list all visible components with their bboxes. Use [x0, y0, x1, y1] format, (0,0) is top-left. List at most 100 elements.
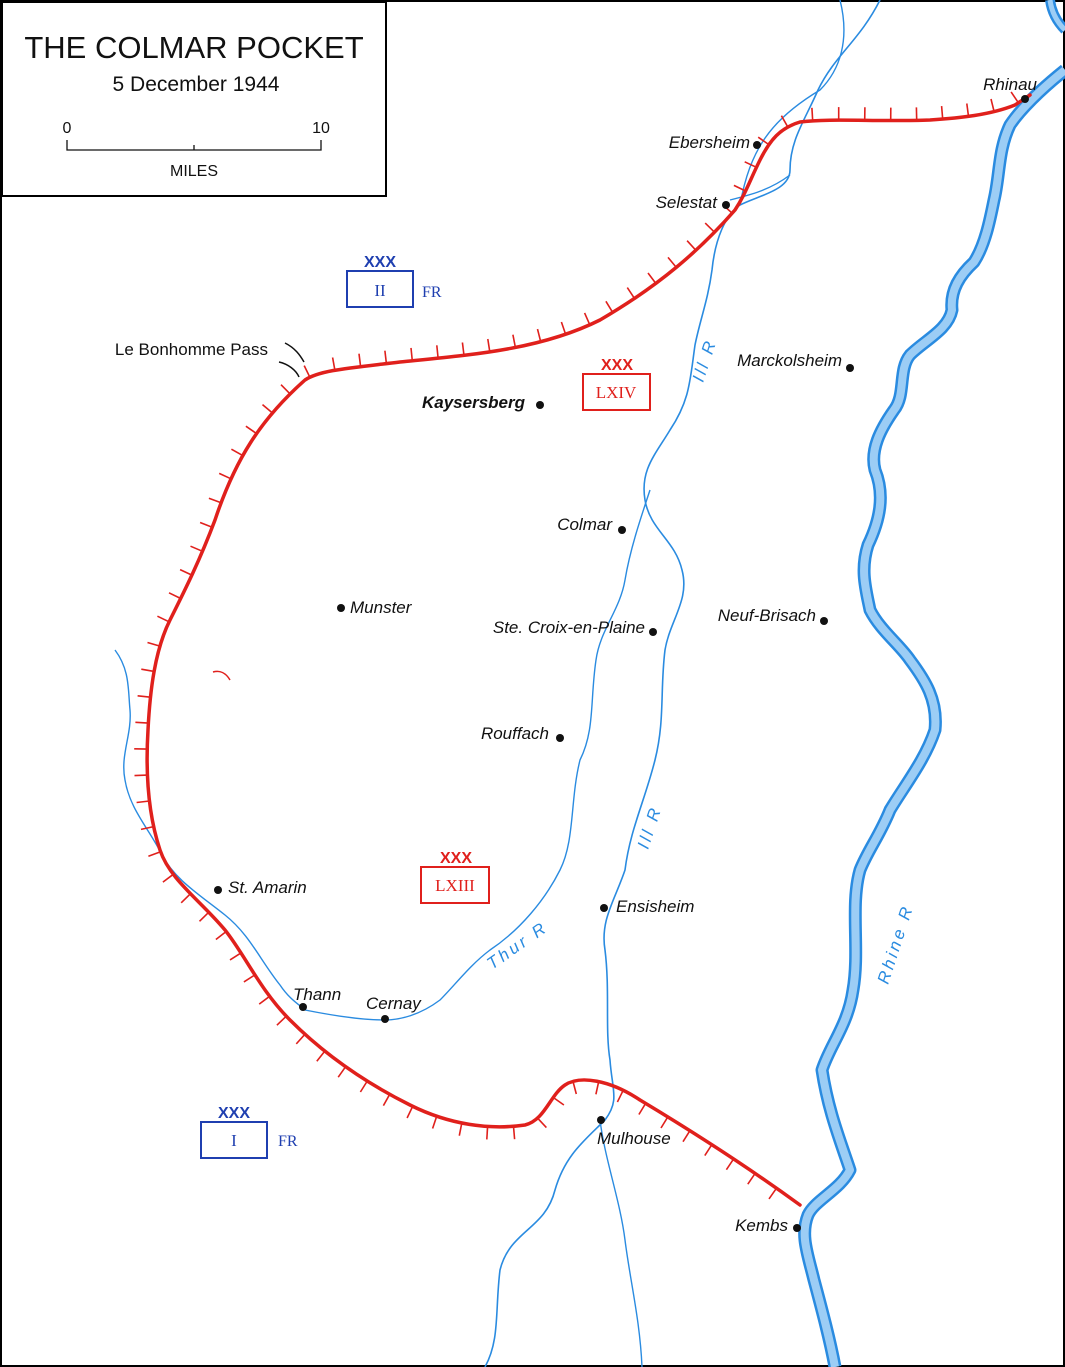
town-ensisheim[interactable]: Ensisheim — [600, 897, 694, 916]
town-ste-croix[interactable]: Ste. Croix-en-Plaine — [493, 618, 657, 637]
svg-text:FR: FR — [422, 284, 442, 301]
svg-text:Colmar: Colmar — [557, 515, 613, 534]
pass-symbol — [278, 342, 305, 378]
front-tick — [245, 425, 258, 435]
front-tick — [137, 695, 151, 698]
front-tick — [316, 1050, 326, 1062]
svg-text:Kaysersberg: Kaysersberg — [422, 393, 526, 412]
front-tick — [331, 357, 336, 371]
front-tick — [231, 448, 244, 457]
front-tick — [358, 353, 362, 367]
front-tick — [512, 1126, 516, 1140]
front-tick — [536, 328, 542, 342]
svg-text:LXIV: LXIV — [596, 383, 637, 402]
town-mulhouse[interactable]: Mulhouse — [597, 1116, 671, 1148]
svg-text:Thann: Thann — [293, 985, 341, 1004]
front-tick — [198, 911, 210, 922]
front-tick — [276, 1015, 287, 1026]
towns: Rhinau Ebersheim Selestat Marckolsheim K… — [214, 75, 1038, 1235]
unit-i-fr[interactable]: XXX I FR — [200, 1105, 298, 1159]
front-tick — [261, 403, 274, 414]
svg-text:XXX: XXX — [218, 1105, 250, 1122]
unit-ii-fr[interactable]: XXX II FR — [346, 254, 442, 308]
front-tick — [436, 345, 439, 359]
front-tick — [605, 300, 614, 313]
town-st-amarin[interactable]: St. Amarin — [214, 878, 307, 897]
front-tick — [141, 668, 155, 673]
svg-text:FR: FR — [278, 1133, 298, 1150]
front-tick — [757, 136, 770, 146]
unit-lxiv[interactable]: XXX LXIV — [582, 357, 651, 411]
front-tick — [616, 1089, 624, 1103]
town-kaysersberg[interactable]: Kaysersberg — [422, 393, 544, 412]
svg-text:XXX: XXX — [601, 357, 633, 374]
map-title: THE COLMAR POCKET — [24, 30, 363, 65]
front-tick — [410, 347, 414, 361]
front-tick — [940, 106, 944, 120]
front-tick — [406, 1105, 414, 1119]
front-tick — [280, 384, 291, 395]
front-tick — [461, 342, 465, 356]
svg-text:XXX: XXX — [440, 850, 472, 867]
front-tick — [486, 1126, 489, 1140]
town-thann[interactable]: Thann — [293, 985, 341, 1011]
svg-text:Marckolsheim: Marckolsheim — [737, 351, 842, 370]
front-tick — [148, 850, 161, 857]
front-tick — [382, 1093, 391, 1106]
front-tick — [780, 115, 789, 128]
front-tick — [431, 1115, 438, 1129]
svg-text:Rouffach: Rouffach — [481, 724, 549, 743]
front-tick — [199, 521, 213, 528]
front-tick — [572, 1081, 578, 1095]
front-tick — [458, 1122, 463, 1136]
scale-max: 10 — [312, 120, 330, 137]
unit-lxiii[interactable]: XXX LXIII — [420, 850, 490, 904]
front-tick — [595, 1081, 600, 1095]
front-tick — [218, 472, 232, 480]
town-ebersheim[interactable]: Ebersheim — [669, 133, 761, 152]
rhine-river — [798, 0, 1065, 1367]
svg-text:Ebersheim: Ebersheim — [669, 133, 750, 152]
town-rouffach[interactable]: Rouffach — [481, 724, 564, 743]
svg-text:XXX: XXX — [364, 254, 396, 271]
front-tick — [768, 1187, 778, 1200]
front-tick — [1010, 91, 1020, 104]
scale-bar — [66, 140, 322, 151]
front-tick — [686, 240, 697, 251]
svg-text:Selestat: Selestat — [656, 193, 719, 212]
front-tick — [626, 287, 636, 299]
front-tick — [487, 338, 491, 353]
front-tick — [337, 1066, 347, 1078]
front-tick — [704, 222, 716, 233]
ill-river-label-south: Ill R — [634, 803, 666, 851]
town-marckolsheim[interactable]: Marckolsheim — [737, 351, 854, 372]
svg-text:II: II — [374, 281, 386, 300]
thur-river — [304, 489, 651, 1021]
pass-label: Le Bonhomme Pass — [115, 340, 268, 359]
front-tick — [295, 1033, 306, 1045]
front-tick — [162, 873, 174, 883]
front-tick — [704, 1144, 713, 1157]
town-rhinau[interactable]: Rhinau — [983, 75, 1038, 103]
front-line — [145, 93, 1032, 1207]
town-neuf-brisach[interactable]: Neuf-Brisach — [718, 606, 828, 625]
front-tick — [966, 103, 970, 117]
svg-text:Neuf-Brisach: Neuf-Brisach — [718, 606, 816, 625]
scale-min: 0 — [63, 120, 72, 137]
front-tick — [168, 592, 182, 600]
town-colmar[interactable]: Colmar — [557, 515, 626, 534]
front-tick — [303, 365, 311, 378]
town-cernay[interactable]: Cernay — [366, 994, 422, 1023]
front-tick — [384, 350, 388, 364]
svg-text:Rhinau: Rhinau — [983, 75, 1037, 94]
town-munster[interactable]: Munster — [337, 598, 413, 617]
front-tick — [990, 98, 995, 112]
town-selestat[interactable]: Selestat — [656, 193, 730, 212]
town-kembs[interactable]: Kembs — [735, 1216, 801, 1235]
front-tick — [733, 184, 746, 192]
front-tick — [135, 721, 149, 724]
front-line-ticks — [134, 91, 1020, 1200]
front-tick — [747, 1172, 756, 1185]
